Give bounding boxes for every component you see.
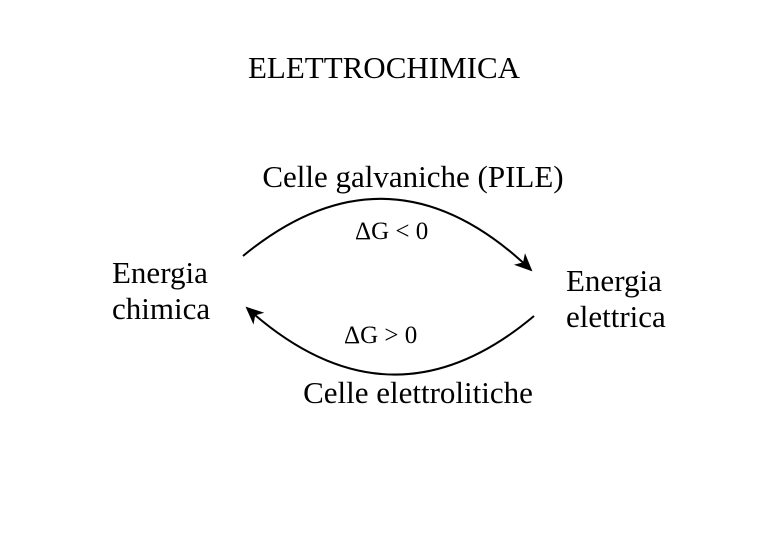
delta-g-negative-label: ΔG < 0 (355, 218, 429, 245)
electric-energy-node: Energia elettrica (566, 263, 666, 335)
electric-energy-line2: elettrica (566, 299, 666, 334)
page-title: ELETTROCHIMICA (247, 50, 521, 85)
arrow-electric-to-chemical (245, 306, 535, 376)
delta-g-positive-label: ΔG > 0 (344, 322, 418, 349)
chemical-energy-node: Energia chimica (112, 255, 210, 327)
arrow-chemical-to-electric (242, 197, 533, 272)
chemical-energy-line1: Energia (112, 255, 208, 290)
chemical-energy-line2: chimica (112, 291, 211, 326)
galvanic-cells-label: Celle galvaniche (PILE) (262, 159, 564, 194)
electrolytic-cells-label: Celle elettrolitiche (303, 375, 533, 410)
electric-energy-line1: Energia (566, 263, 662, 298)
